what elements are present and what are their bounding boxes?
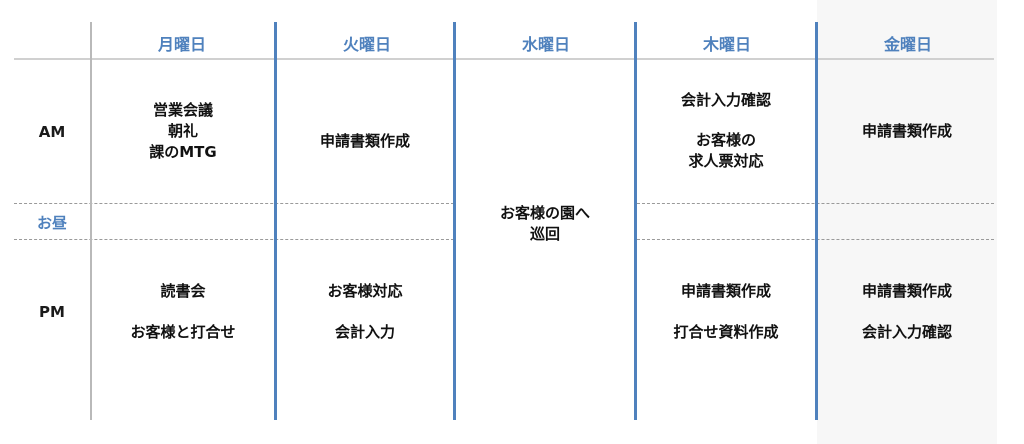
noon-top-divider-left <box>14 203 454 204</box>
column-divider-wed-thu <box>634 22 637 420</box>
thursday-pm-item-2: 打合せ資料作成 <box>673 323 779 341</box>
monday-pm-item-2: お客様と打合せ <box>130 323 236 341</box>
friday-column-background <box>817 0 997 444</box>
friday-pm-item-1: 申請書類作成 <box>861 282 952 300</box>
schedule-item: 営業会議 <box>152 101 213 119</box>
thursday-pm-item-1: 申請書類作成 <box>680 282 771 300</box>
column-divider-thu-fri <box>815 22 818 420</box>
row-label-divider <box>90 22 92 420</box>
day-header-thursday: 木曜日 <box>702 35 751 54</box>
row-label-pm: PM <box>39 303 65 321</box>
thursday-am-item-2: お客様の 求人票対応 <box>637 130 815 172</box>
tuesday-am-item-1: 申請書類作成 <box>319 132 410 150</box>
column-divider-mon-tue <box>274 22 277 420</box>
monday-am-schedule: 営業会議 朝礼 課のMTG <box>92 100 274 163</box>
schedule-item: お客様の <box>695 131 756 149</box>
tuesday-pm-item-2: 会計入力 <box>334 323 395 341</box>
schedule-item: 求人票対応 <box>688 152 764 170</box>
wednesday-all-day-schedule: お客様の園へ 巡回 <box>456 203 634 245</box>
day-header-wednesday: 水曜日 <box>521 35 570 54</box>
noon-bottom-divider-left <box>14 239 454 240</box>
schedule-item: 課のMTG <box>149 143 217 161</box>
row-label-am: AM <box>38 123 66 141</box>
friday-pm-item-2: 会計入力確認 <box>861 323 952 341</box>
day-header-monday: 月曜日 <box>157 35 206 54</box>
day-header-friday: 金曜日 <box>883 35 932 54</box>
thursday-am-item-1: 会計入力確認 <box>680 91 771 109</box>
schedule-item: お客様の園へ <box>499 204 590 222</box>
schedule-item: 朝礼 <box>167 122 198 140</box>
schedule-item: 巡回 <box>529 225 560 243</box>
day-header-tuesday: 火曜日 <box>342 35 391 54</box>
monday-pm-item-1: 読書会 <box>160 282 206 300</box>
row-label-noon: お昼 <box>36 214 67 232</box>
friday-am-item-1: 申請書類作成 <box>861 122 952 140</box>
column-divider-tue-wed <box>453 22 456 420</box>
tuesday-pm-item-1: お客様対応 <box>327 282 403 300</box>
header-divider <box>14 58 994 60</box>
